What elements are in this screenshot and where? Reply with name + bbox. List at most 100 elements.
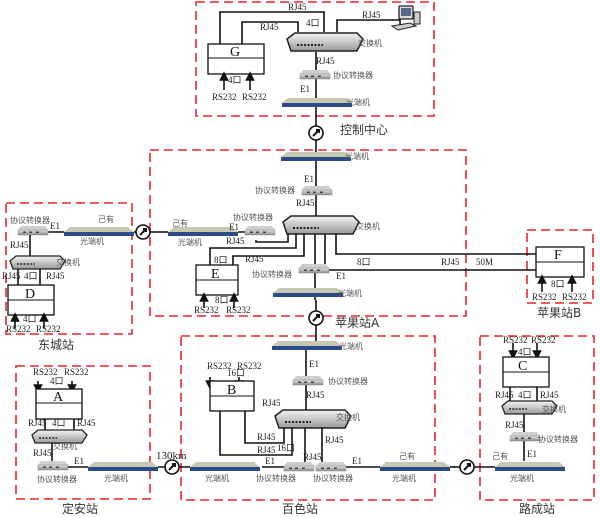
port-count-label: 8口 (551, 279, 565, 289)
rj45-label: RJ45 (46, 271, 65, 281)
e1-label: E1 (352, 456, 362, 466)
switch-icon[interactable] (282, 215, 360, 235)
e1-label: E1 (304, 174, 314, 184)
e1-label: E1 (265, 456, 275, 466)
device-g-label: G (230, 45, 240, 60)
protocol-converter-icon[interactable] (509, 431, 541, 442)
switch-label: 交换机 (542, 404, 566, 414)
rj45-label: RJ45 (296, 198, 315, 208)
rj45-label: RJ45 (257, 445, 276, 455)
station-title-baise: 百色站 (282, 502, 318, 516)
optical-terminal-icon[interactable] (88, 462, 158, 471)
rj45-label: RJ45 (10, 240, 29, 250)
e1-label: E1 (336, 271, 346, 281)
e1-label: E1 (50, 221, 60, 231)
rs232-label: RS232 (6, 324, 31, 334)
device-d-label: D (25, 287, 35, 302)
station-title-lucheng: 路成站 (519, 501, 555, 516)
protocol-converter-label: 协议转换器 (233, 212, 273, 222)
protocol-converter-icon[interactable] (299, 69, 331, 80)
rj45-label: RJ45 (316, 56, 335, 66)
protocol-converter-label: 协议转换器 (37, 474, 77, 484)
existing-label: 己有 (492, 451, 508, 461)
protocol-converter-icon[interactable] (315, 461, 347, 472)
optical-terminal-label: 光端机 (510, 473, 534, 483)
protocol-converter-icon[interactable] (283, 461, 315, 472)
e1-label: E1 (309, 359, 319, 369)
protocol-converter-icon[interactable] (298, 263, 330, 274)
station-title-dingan: 定安站 (62, 501, 98, 516)
optical-terminal-label: 光端机 (104, 473, 128, 483)
optical-terminal-label: 光端机 (345, 151, 369, 161)
optical-terminal-icon[interactable] (190, 462, 260, 471)
rj45-label: RJ45 (288, 2, 307, 12)
protocol-converter-icon[interactable] (292, 375, 324, 386)
device-c[interactable]: C (502, 356, 550, 388)
optical-terminal-icon[interactable] (380, 462, 450, 471)
switch-icon[interactable] (286, 32, 364, 52)
device-b[interactable]: B (209, 380, 255, 412)
zone-baise-station (180, 335, 436, 501)
protocol-converter-label: 协议转换器 (256, 473, 296, 483)
rs232-label: RS232 (212, 92, 237, 102)
device-g[interactable]: G (207, 43, 265, 75)
zone-apple-station-a (149, 149, 467, 317)
switch-label: 交换机 (336, 412, 360, 422)
rs232-label: RS232 (503, 335, 528, 345)
protocol-converter-icon[interactable] (301, 185, 333, 196)
fiber-coupler-icon (164, 459, 180, 475)
rs232-label: RS232 (242, 92, 267, 102)
zone-dongcheng-station (5, 202, 133, 335)
optical-terminal-icon[interactable] (273, 288, 343, 297)
protocol-converter-icon[interactable] (244, 225, 276, 236)
baise-wires (219, 411, 460, 468)
existing-label: 己有 (98, 214, 114, 224)
rs232-label: RS232 (226, 305, 251, 315)
apple-a-wires (143, 231, 540, 318)
protocol-converter-label: 协议转换器 (255, 185, 295, 195)
computer-icon[interactable] (390, 5, 421, 31)
rj45-label: RJ45 (362, 10, 381, 20)
optical-terminal-icon[interactable] (272, 341, 342, 350)
rj45-label: RJ45 (260, 22, 279, 32)
device-a[interactable]: A (35, 388, 83, 420)
control-center-wires (219, 11, 401, 152)
optical-terminal-icon[interactable] (282, 98, 352, 107)
optical-terminal-label: 光端机 (205, 473, 229, 483)
protocol-converter-label: 协议转换器 (538, 434, 578, 444)
zone-apple-station-b (526, 229, 594, 304)
device-a-label: A (53, 390, 64, 405)
switch-label: 交换机 (56, 257, 80, 267)
fiber-coupler-icon (459, 459, 475, 475)
optical-terminal-label: 光端机 (338, 288, 362, 298)
device-e[interactable]: E (195, 264, 239, 296)
optical-terminal-label: 光端机 (178, 237, 202, 247)
port-count-label: 4口 (228, 75, 242, 85)
optical-terminal-icon[interactable] (64, 227, 134, 236)
port-count-label: 16口 (227, 368, 245, 378)
rj45-label: RJ45 (495, 390, 514, 400)
zone-control-center (195, 1, 435, 117)
port-count-label: 8口 (215, 295, 229, 305)
port-count-label: 4口 (518, 390, 532, 400)
device-f[interactable]: F (535, 246, 585, 278)
rj45-label: RJ45 (33, 448, 52, 458)
device-d[interactable]: D (7, 284, 55, 316)
fiber-coupler-icon (308, 125, 324, 141)
port-count-label: 8口 (214, 255, 228, 265)
optical-terminal-icon[interactable] (495, 462, 565, 471)
optical-terminal-icon[interactable] (281, 152, 351, 161)
station-title-dongcheng: 东城站 (38, 338, 74, 352)
optical-terminal-icon[interactable] (168, 227, 238, 236)
rs232-label: RS232 (532, 292, 557, 302)
port-count-label: 4口 (306, 18, 320, 28)
rj45-label: RJ45 (2, 271, 21, 281)
rj45-label: RJ45 (505, 420, 524, 430)
rj45-label: RJ45 (28, 418, 47, 428)
rs232-label: RS232 (36, 324, 61, 334)
station-title-apple-b: 苹果站B (537, 306, 581, 320)
port-count-label: 4口 (23, 314, 37, 324)
protocol-converter-icon[interactable] (37, 460, 69, 471)
protocol-converter-icon[interactable] (17, 225, 49, 236)
device-f-label: F (554, 248, 562, 263)
